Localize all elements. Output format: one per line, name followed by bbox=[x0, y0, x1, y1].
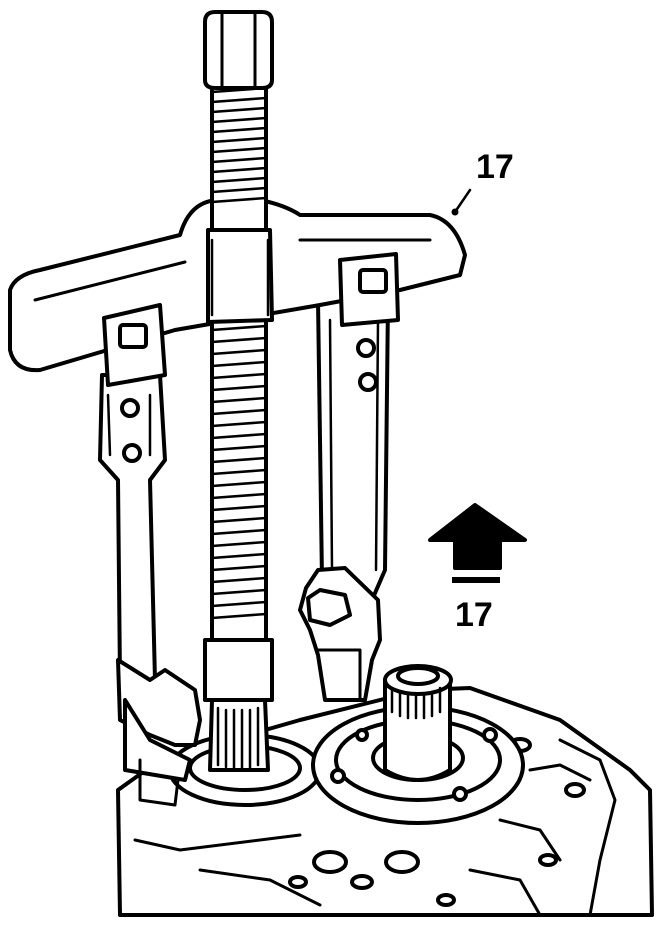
left-puller-leg bbox=[98, 373, 167, 692]
hex-head bbox=[203, 10, 274, 90]
right-puller-leg bbox=[316, 298, 390, 602]
callout-label-arrow: 17 bbox=[455, 596, 493, 634]
direction-arrow bbox=[428, 503, 527, 583]
callout-leader bbox=[451, 188, 472, 216]
left-mount-block bbox=[102, 303, 167, 387]
right-mount-block bbox=[338, 252, 400, 327]
left-jaw bbox=[116, 658, 202, 807]
threaded-spindle bbox=[210, 78, 268, 642]
spindle-adapter bbox=[203, 638, 274, 772]
splined-shaft bbox=[383, 664, 453, 782]
crossbar-hub bbox=[206, 228, 274, 324]
callout-label-tool: 17 bbox=[476, 148, 514, 186]
right-jaw bbox=[298, 566, 382, 702]
